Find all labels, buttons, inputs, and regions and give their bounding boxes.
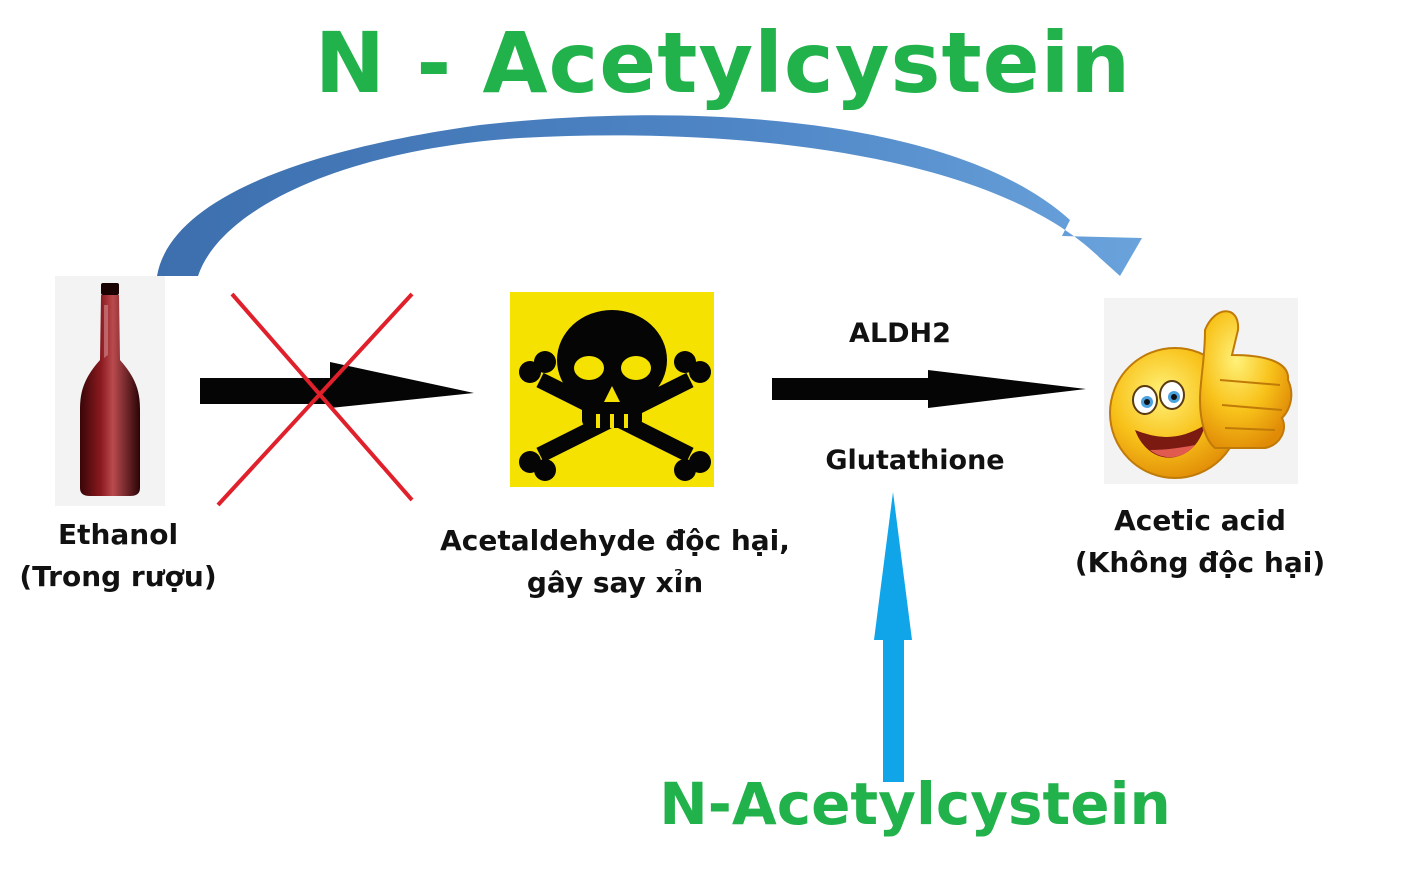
ethanol-label-line2: (Trong rượu) xyxy=(19,560,217,593)
skull-crossbones-icon xyxy=(510,292,714,487)
aldh2-label: ALDH2 xyxy=(849,318,951,349)
thumbs-up-smiley-icon xyxy=(1104,298,1298,484)
bottom-title: N-Acetylcystein xyxy=(659,770,1171,838)
acetic-acid-label: Acetic acid (Không độc hại) xyxy=(1060,500,1340,584)
wine-bottle-icon xyxy=(55,276,165,506)
top-title: N - Acetylcystein xyxy=(314,14,1132,112)
ethanol-label: Ethanol (Trong rượu) xyxy=(0,514,236,598)
acetic-acid-label-line2: (Không độc hại) xyxy=(1074,546,1326,579)
glutathione-label: Glutathione xyxy=(825,445,1005,476)
bypass-arc-arrow xyxy=(157,115,1142,276)
blocked-arrow xyxy=(200,362,474,408)
nac-up-arrow xyxy=(874,492,912,782)
ethanol-label-line1: Ethanol xyxy=(57,518,179,551)
aldh2-arrow xyxy=(772,370,1086,408)
red-cross-icon xyxy=(216,292,414,507)
acetaldehyde-label-line1: Acetaldehyde độc hại, xyxy=(440,524,790,557)
acetaldehyde-label-line2: gây say xỉn xyxy=(526,566,704,599)
acetic-acid-label-line1: Acetic acid xyxy=(1114,504,1286,537)
acetaldehyde-label: Acetaldehyde độc hại, gây say xỉn xyxy=(420,520,810,604)
